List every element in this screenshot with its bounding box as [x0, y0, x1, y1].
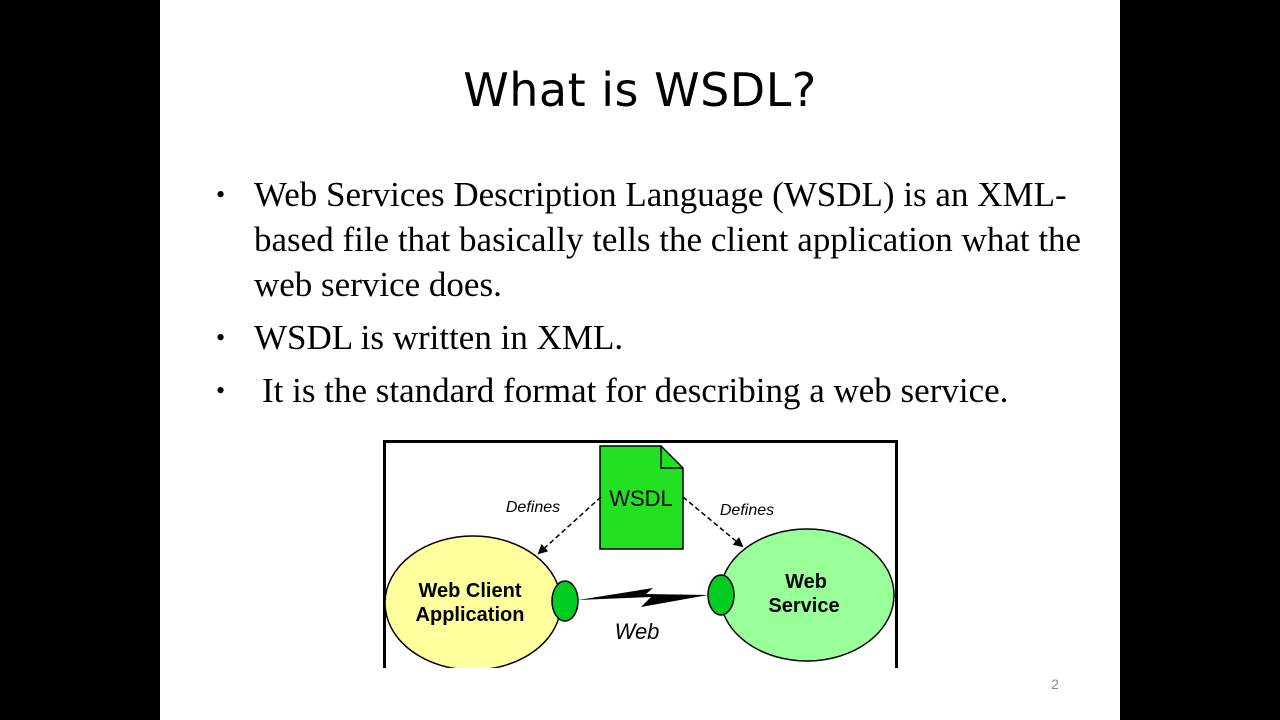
wsdl-diagram: WSDL Defines Defines Web Client Applicat…: [383, 440, 898, 668]
defines-arrow-left: [537, 496, 602, 555]
client-connector-port: [551, 580, 579, 622]
bullet-text: Web Services Description Language (WSDL)…: [254, 175, 1082, 304]
page-number: 2: [1051, 676, 1059, 692]
service-connector-port: [707, 574, 735, 616]
web-service-label-line1: Web: [785, 571, 827, 593]
bullet-list: • Web Services Description Language (WSD…: [216, 172, 1096, 413]
web-link-bolt-icon: [578, 588, 708, 607]
bullet-icon: •: [216, 323, 226, 352]
wsdl-document-label: WSDL: [609, 486, 673, 511]
defines-label-left: Defines: [506, 499, 560, 516]
document-fold: [660, 446, 683, 469]
defines-label-right: Defines: [720, 502, 774, 519]
web-service-label-line2: Service: [768, 595, 839, 617]
web-client-label-line1: Web Client: [419, 580, 522, 602]
wsdl-document-icon: [599, 445, 684, 550]
bullet-item: • Web Services Description Language (WSD…: [216, 172, 1096, 307]
bullet-text: It is the standard format for describing…: [262, 371, 1009, 410]
web-client-node: [384, 535, 562, 668]
diagram-frame: [383, 440, 898, 668]
slide: What is WSDL? • Web Services Description…: [160, 0, 1120, 720]
bullet-icon: •: [216, 180, 226, 209]
bullet-icon: •: [216, 376, 226, 405]
bullet-item: • It is the standard format for describi…: [216, 368, 1096, 413]
web-link-label: Web: [615, 619, 660, 644]
bullet-item: • WSDL is written in XML.: [216, 315, 1096, 360]
slide-title: What is WSDL?: [463, 63, 817, 117]
bullet-text: WSDL is written in XML.: [254, 318, 624, 357]
web-client-label-line2: Application: [416, 604, 525, 626]
defines-arrow-right: [682, 496, 744, 548]
